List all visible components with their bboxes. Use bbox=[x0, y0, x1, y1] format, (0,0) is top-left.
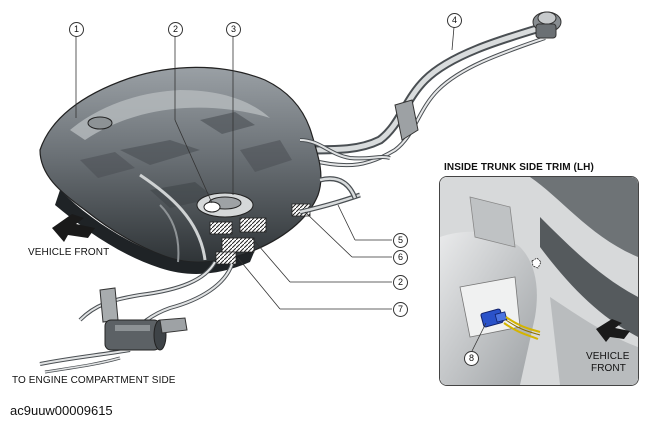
inset-front-label: FRONT bbox=[591, 363, 626, 374]
filler-pipe bbox=[295, 11, 562, 168]
vehicle-front-arrow bbox=[52, 214, 95, 242]
fuel-tank bbox=[39, 66, 322, 274]
callout-5: 5 bbox=[393, 233, 408, 248]
connector-8 bbox=[480, 308, 541, 340]
callout-1: 1 bbox=[69, 22, 84, 37]
callout-6: 6 bbox=[393, 250, 408, 265]
inset-illustration bbox=[440, 177, 638, 385]
charcoal-canister bbox=[104, 317, 188, 351]
callout-2-lower: 2 bbox=[393, 275, 408, 290]
right-lines bbox=[299, 138, 391, 215]
vehicle-front-label: VEHICLE FRONT bbox=[28, 247, 110, 258]
inset-vehicle-front-arrow bbox=[596, 319, 630, 342]
trunk-side-trim-inset: 8 VEHICLE FRONT bbox=[439, 176, 639, 386]
callout-2-top: 2 bbox=[168, 22, 183, 37]
callout-4: 4 bbox=[447, 13, 462, 28]
lower-lines bbox=[39, 260, 234, 374]
inset-vehicle-label: VEHICLE bbox=[586, 351, 630, 362]
engine-side-label: TO ENGINE COMPARTMENT SIDE bbox=[12, 375, 176, 386]
leader-lines bbox=[75, 26, 455, 310]
hatched-connectors bbox=[209, 203, 311, 265]
filler-neck bbox=[532, 11, 562, 39]
callout-8: 8 bbox=[464, 351, 479, 366]
inset-title: INSIDE TRUNK SIDE TRIM (LH) bbox=[444, 162, 594, 173]
callout-7: 7 bbox=[393, 302, 408, 317]
figure-id: ac9uuw00009615 bbox=[10, 403, 113, 418]
callout-3: 3 bbox=[226, 22, 241, 37]
